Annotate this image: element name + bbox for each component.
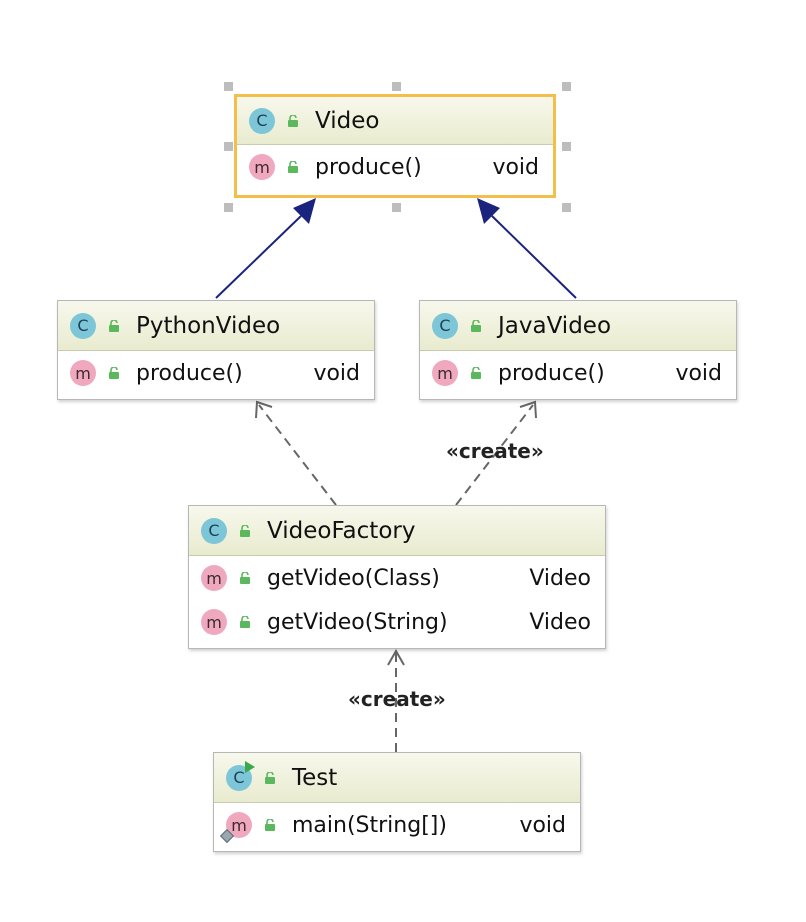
dependency-label-create: «create» <box>446 439 544 463</box>
selection-handle[interactable] <box>562 82 571 91</box>
public-visibility-icon <box>288 161 298 173</box>
class-icon: C <box>432 312 458 339</box>
selection-handle[interactable] <box>224 203 233 212</box>
class-icon: C <box>70 312 96 339</box>
class-header: C Test <box>214 753 580 803</box>
class-node-java-video[interactable]: C JavaVideo m produce() void <box>419 300 737 400</box>
inheritance-edge-java-video[interactable] <box>491 215 577 299</box>
dependency-arrowhead-factory-python <box>255 400 273 419</box>
method-row[interactable]: m getVideo(Class) Video <box>189 556 605 600</box>
public-visibility-icon <box>288 114 298 127</box>
selection-handle[interactable] <box>392 203 401 212</box>
class-node-video[interactable]: C Video m produce() void <box>234 94 556 198</box>
class-name: PythonVideo <box>136 312 281 339</box>
public-visibility-icon <box>109 319 119 332</box>
class-header: C JavaVideo <box>420 301 736 351</box>
public-visibility-icon <box>240 524 250 537</box>
class-header: C Video <box>237 97 553 145</box>
method-signature: getVideo(Class) <box>267 565 440 591</box>
class-node-python-video[interactable]: C PythonVideo m produce() void <box>57 300 375 400</box>
method-signature: getVideo(String) <box>267 609 448 635</box>
class-icon: C <box>201 517 227 544</box>
public-visibility-icon <box>265 771 275 784</box>
method-signature: main(String[]) <box>292 812 447 838</box>
dependency-label-create: «create» <box>348 687 446 711</box>
selection-handle[interactable] <box>224 82 233 91</box>
class-header: C PythonVideo <box>58 301 374 351</box>
method-signature: produce() <box>315 154 422 180</box>
class-name: JavaVideo <box>498 312 612 339</box>
public-visibility-icon <box>240 616 250 628</box>
runnable-class-icon: C <box>226 760 255 791</box>
selection-handle[interactable] <box>562 203 571 212</box>
public-visibility-icon <box>471 367 481 379</box>
method-return-type: Video <box>529 565 591 591</box>
class-icon: C <box>249 107 275 134</box>
method-icon: m <box>201 609 227 635</box>
method-row[interactable]: m main(String[]) void <box>214 803 580 847</box>
class-node-test[interactable]: C Test m main(String[]) void <box>213 752 581 852</box>
method-return-type: void <box>519 812 566 838</box>
run-indicator-icon <box>245 760 255 773</box>
method-icon: m <box>70 360 96 386</box>
method-return-type: void <box>675 360 722 386</box>
method-row[interactable]: m produce() void <box>237 145 553 189</box>
class-name: Video <box>315 107 380 134</box>
class-name: Test <box>292 764 338 791</box>
selection-handle[interactable] <box>392 82 401 91</box>
method-return-type: void <box>492 154 539 180</box>
dependency-edge-factory-java[interactable] <box>455 404 534 506</box>
public-visibility-icon <box>265 819 275 831</box>
public-visibility-icon <box>471 319 481 332</box>
method-row[interactable]: m getVideo(String) Video <box>189 600 605 644</box>
method-signature: produce() <box>136 360 243 386</box>
public-visibility-icon <box>109 367 119 379</box>
inheritance-arrowhead-java-video <box>477 198 500 224</box>
method-signature: produce() <box>498 360 605 386</box>
selection-handle[interactable] <box>224 142 233 151</box>
dependency-arrowhead-test-factory <box>387 648 405 666</box>
method-icon: m <box>249 154 275 180</box>
class-node-video-factory[interactable]: C VideoFactory m getVideo(Class) Video m… <box>188 505 606 649</box>
class-header: C VideoFactory <box>189 506 605 556</box>
static-method-icon: m <box>219 812 252 844</box>
selection-handle[interactable] <box>562 142 571 151</box>
inheritance-edge-python-video[interactable] <box>215 215 302 299</box>
method-icon: m <box>201 565 227 591</box>
dependency-arrowhead-factory-java <box>519 400 537 419</box>
inheritance-arrowhead-python-video <box>293 198 316 224</box>
method-return-type: Video <box>529 609 591 635</box>
method-icon: m <box>432 360 458 386</box>
class-name: VideoFactory <box>267 517 416 544</box>
dependency-edge-factory-python[interactable] <box>258 404 337 506</box>
method-return-type: void <box>313 360 360 386</box>
method-row[interactable]: m produce() void <box>420 351 736 395</box>
method-row[interactable]: m produce() void <box>58 351 374 395</box>
public-visibility-icon <box>240 572 250 584</box>
